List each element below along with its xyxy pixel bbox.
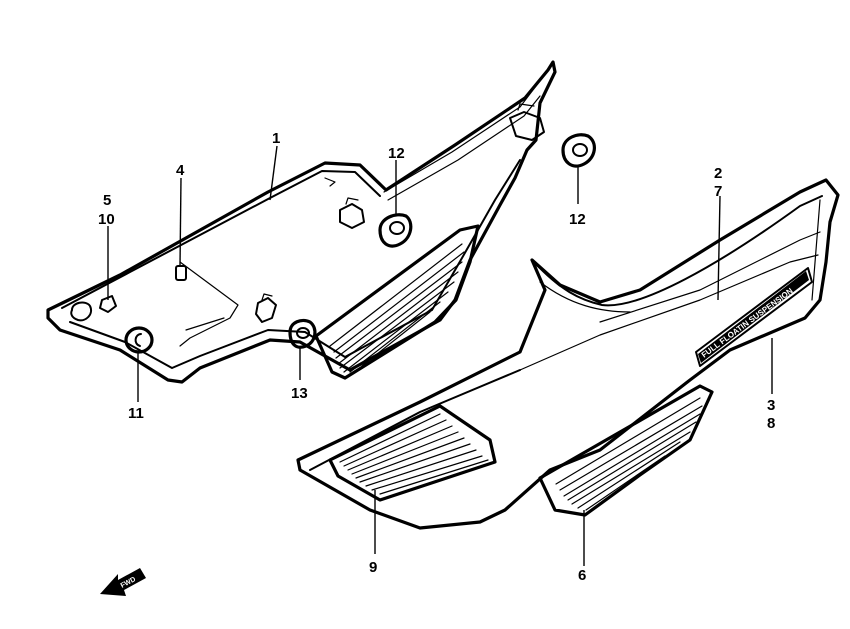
part-label-7: 7 (714, 183, 722, 200)
part-label-10: 10 (98, 211, 115, 228)
part-label-5: 5 (103, 192, 111, 209)
part-label-8: 8 (767, 415, 775, 432)
part-label-4: 4 (176, 162, 185, 179)
forward-direction-arrow: FWD (100, 568, 146, 596)
grommet-11 (124, 326, 154, 354)
part-label-13: 13 (291, 385, 308, 402)
part-label-2: 2 (714, 165, 722, 182)
part-labels: 1 4 5 10 11 12 12 13 2 7 3 8 9 6 (98, 130, 775, 584)
front-louvre (328, 404, 497, 502)
part-label-3: 3 (767, 397, 775, 414)
part-label-1: 1 (272, 130, 280, 147)
emblem-text: FULL FLOATIN SUSPENSION (700, 286, 795, 360)
left-frame-cover (46, 60, 557, 384)
part-label-12-right: 12 (569, 211, 586, 228)
part-label-9: 9 (369, 559, 377, 576)
rear-louvre (538, 384, 714, 517)
grommet-13 (288, 318, 317, 349)
part-label-11: 11 (128, 405, 144, 422)
grommet-12-center (378, 213, 413, 248)
part-label-12-center: 12 (388, 145, 405, 162)
part-label-6: 6 (578, 567, 586, 584)
leader-lines (107, 145, 773, 566)
left-cover-louvre (314, 224, 480, 380)
grommet-12-right (561, 133, 596, 168)
